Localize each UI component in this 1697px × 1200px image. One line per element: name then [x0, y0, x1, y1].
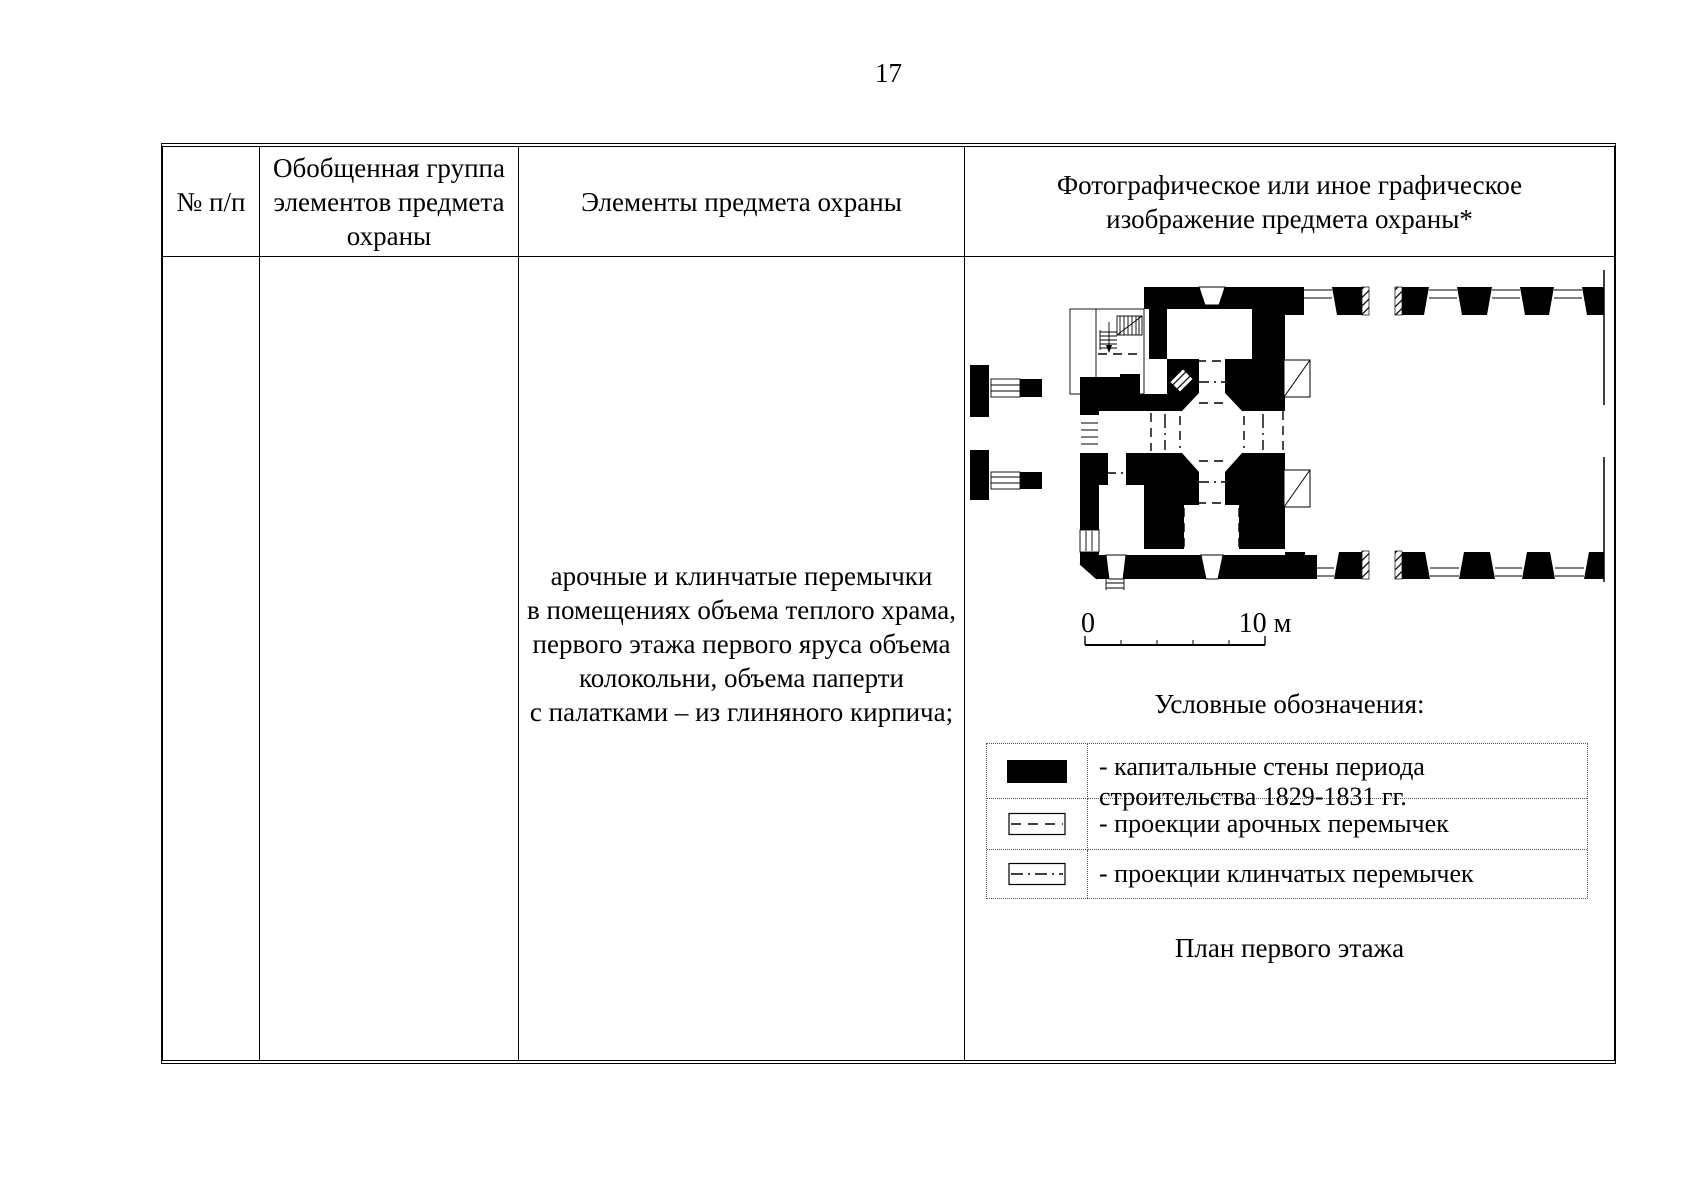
header-col-elements-label: Элементы предмета охраны	[581, 186, 902, 217]
stair-direction-arrow	[1106, 345, 1112, 353]
east-hall-piers-bottom	[1334, 552, 1604, 579]
scale-bar: 0 10 м	[1081, 608, 1292, 646]
west-entrance-steps	[1081, 422, 1098, 445]
scale-start-label: 0	[1081, 608, 1095, 639]
elements-line: арочные и клинчатые перемычки	[550, 560, 933, 591]
elements-description: арочные и клинчатые перемычки в помещени…	[519, 257, 964, 1060]
stoves	[1283, 359, 1311, 508]
portico-steps	[990, 378, 1021, 490]
protection-items-table: № п/п Обобщенная группа элементов предме…	[161, 143, 1616, 1064]
wall-openings	[1079, 286, 1226, 580]
header-col-elements: Элементы предмета охраны	[519, 147, 965, 257]
dash-dot-line-swatch	[1008, 862, 1066, 886]
header-col-number: № п/п	[163, 147, 260, 257]
scale-end-label: 10 м	[1239, 608, 1292, 639]
page-number: 17	[875, 58, 902, 88]
floor-plan-svg: 0 10 м	[970, 270, 1605, 646]
dashed-line-swatch	[1008, 812, 1066, 836]
legend-title: Условные обозначения:	[1154, 689, 1425, 719]
thin-outlines	[990, 289, 1584, 590]
legend-label-capital-walls: - капитальные стены периода строительств…	[1088, 744, 1587, 811]
legend-label-wedge-lintels: - проекции клинчатых перемычек	[1099, 859, 1474, 888]
masonry-walls	[970, 287, 1604, 579]
elements-line: колокольни, объема паперти	[579, 662, 904, 693]
central-piers	[1144, 359, 1285, 549]
row-group-cell	[260, 257, 519, 1060]
west-window-frame	[1085, 531, 1093, 551]
elements-line: первого этажа первого яруса объема	[532, 628, 951, 659]
legend-table: - капитальные стены периода строительств…	[986, 743, 1588, 899]
header-col-group: Обобщенная группа элементов предмета охр…	[260, 147, 519, 257]
hatched-patches	[1169, 286, 1403, 580]
corner-bevel	[1079, 563, 1098, 580]
portico-pylons	[970, 365, 1042, 500]
row-elements-cell: арочные и клинчатые перемычки в помещени…	[519, 257, 965, 1060]
header-col-group-label: Обобщенная группа элементов предмета охр…	[273, 152, 505, 251]
south-door-steps	[1105, 579, 1125, 590]
elements-line: с палатками – из глиняного кирпича;	[529, 696, 954, 727]
legend-swatch-capital-walls	[987, 744, 1088, 799]
stair-chamber	[1069, 308, 1145, 395]
plan-caption: План первого этажа	[1174, 933, 1405, 963]
row-image-cell: 0 10 м Условные обозначения: - капитальн…	[965, 257, 1614, 1060]
row-number-cell	[163, 257, 260, 1060]
window-sill-lines-top	[1304, 289, 1582, 299]
legend-swatch-arched-lintels	[987, 799, 1088, 850]
wedge-lintel-projections	[1102, 381, 1264, 483]
elements-line: в помещениях объема теплого храма,	[527, 594, 956, 625]
header-col-image: Фотографическое или иное графическое изо…	[965, 147, 1614, 257]
east-hall-piers-top	[1332, 287, 1604, 315]
window-sill-lines-bottom	[1305, 567, 1584, 577]
legend-swatch-wedge-lintels	[987, 850, 1088, 898]
header-col-number-label: № п/п	[176, 186, 246, 217]
solid-black-wall-swatch	[1007, 759, 1067, 783]
arched-lintel-projections	[1098, 320, 1284, 547]
header-col-image-label: Фотографическое или иное графическое изо…	[1056, 169, 1523, 234]
legend-label-arched-lintels: - проекции арочных перемычек	[1088, 799, 1587, 850]
